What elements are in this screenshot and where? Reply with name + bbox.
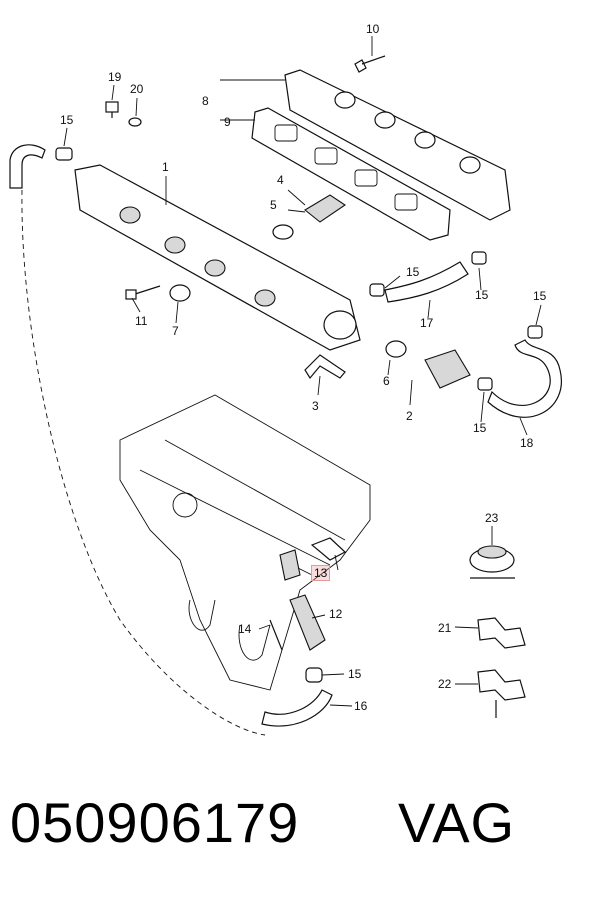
callout-22: 22 <box>438 677 452 691</box>
clamp-15-hose18-top <box>527 325 543 339</box>
bolt-10 <box>354 59 367 73</box>
callout-12: 12 <box>329 607 343 621</box>
leader-lines <box>63 36 542 707</box>
callout-4: 4 <box>277 173 284 187</box>
o-ring-6 <box>385 340 407 358</box>
bolt-11 <box>125 289 137 300</box>
temp-sensor-13 <box>279 549 301 581</box>
callout-16: 16 <box>354 699 368 713</box>
clip-3 <box>304 354 346 380</box>
callout-15-top-left: 15 <box>60 113 74 127</box>
callout-19: 19 <box>108 70 122 84</box>
callout-18: 18 <box>520 436 534 450</box>
hose-top-left <box>9 144 46 189</box>
callout-13: 13 <box>311 565 331 581</box>
bracket-21 <box>477 617 526 649</box>
callout-20: 20 <box>130 82 144 96</box>
gasket-9 <box>251 107 451 241</box>
callout-15-hose18: 15 <box>533 289 547 303</box>
callout-15-hose17: 15 <box>406 265 420 279</box>
clamp-15-hose16 <box>305 667 323 683</box>
callout-2: 2 <box>406 409 413 423</box>
callout-15-hose18-bottom: 15 <box>473 421 487 435</box>
part-number-caption: 050906179 <box>10 791 300 854</box>
callout-14: 14 <box>238 622 252 636</box>
callout-9: 9 <box>224 115 231 129</box>
callout-7: 7 <box>172 324 179 338</box>
callout-21: 21 <box>438 621 452 635</box>
injector-2 <box>424 349 471 389</box>
intake-manifold <box>119 394 371 691</box>
callout-8: 8 <box>202 94 209 108</box>
injector-4 <box>304 194 346 223</box>
exploded-parts-diagram: 10 19 20 8 9 15 1 4 5 15 15 15 11 7 17 6… <box>9 22 562 736</box>
hose-17 <box>384 261 469 303</box>
callout-5: 5 <box>270 198 277 212</box>
fuel-rail-1 <box>74 164 361 351</box>
valve-12 <box>289 594 326 651</box>
seal-7 <box>169 284 191 302</box>
callout-23: 23 <box>485 511 499 525</box>
clamp-15-hose18-bottom <box>477 377 493 391</box>
bolt-14 <box>269 619 283 651</box>
seal-5 <box>272 224 294 240</box>
callout-15-hose16: 15 <box>348 667 362 681</box>
bolt-19 <box>105 101 119 113</box>
clamp-15-hose17-a <box>369 283 385 297</box>
callout-11: 11 <box>135 314 148 328</box>
clamp-15-top-left <box>55 147 73 161</box>
hose-16 <box>261 689 333 727</box>
callout-15-clamp: 15 <box>475 288 489 302</box>
washer-20 <box>128 117 142 127</box>
clamp-15-hose17-b <box>471 251 487 265</box>
hose-18 <box>487 339 562 418</box>
bracket-22 <box>477 669 526 701</box>
callout-1: 1 <box>162 160 169 174</box>
brand-caption: VAG <box>398 791 516 854</box>
dashed-outline <box>21 189 266 736</box>
callout-10: 10 <box>366 22 380 36</box>
callout-3: 3 <box>312 399 319 413</box>
callout-6: 6 <box>383 374 390 388</box>
callout-17: 17 <box>420 316 434 330</box>
diagram-drawing <box>9 36 562 736</box>
